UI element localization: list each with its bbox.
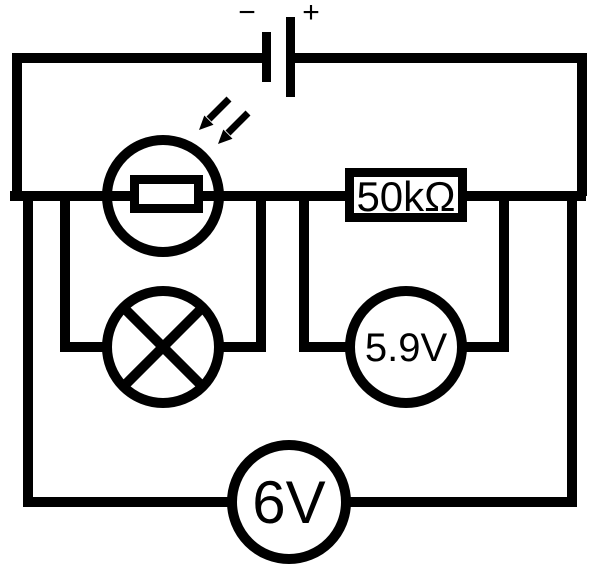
wire-top-left (12, 53, 263, 196)
voltmeter-battery-reading: 6V (252, 469, 325, 536)
battery-negative-plate-icon (262, 32, 271, 82)
light-arrow-head (218, 129, 233, 144)
wires (10, 53, 587, 507)
lamp-symbol (102, 286, 224, 408)
wire-voltmeter-left (299, 192, 350, 352)
fixed-resistor-symbol: 50kΩ (345, 168, 467, 222)
wire-lamp-left (60, 192, 108, 352)
voltmeter-resistor-reading: 5.9V (365, 326, 448, 370)
light-arrow-icon (199, 96, 232, 130)
light-arrow-head (199, 115, 214, 130)
wire-lamp-right (218, 192, 266, 352)
ldr-symbol (102, 96, 251, 257)
voltmeter-circle-icon (227, 440, 351, 564)
ldr-resistor-body-icon (130, 175, 203, 213)
wire-voltmeter-right (462, 192, 509, 352)
battery-positive-plate-icon (286, 17, 295, 97)
battery-symbol: − + (238, 0, 320, 97)
voltmeter-battery-symbol: 6V (227, 440, 351, 564)
battery-positive-label: + (302, 0, 320, 29)
light-arrow-shaft (225, 110, 251, 136)
voltmeter-resistor-symbol: 5.9V (345, 286, 467, 408)
ldr-circle-icon (102, 135, 224, 257)
light-arrow-shaft (206, 96, 232, 122)
wire-top-right (294, 53, 587, 196)
resistor-body-icon (345, 168, 467, 222)
lamp-cross-line (120, 304, 206, 390)
battery-negative-label: − (238, 0, 256, 29)
light-arrow-icon (218, 110, 251, 144)
voltmeter-circle-icon (345, 286, 467, 408)
resistor-value-label: 50kΩ (356, 173, 455, 220)
